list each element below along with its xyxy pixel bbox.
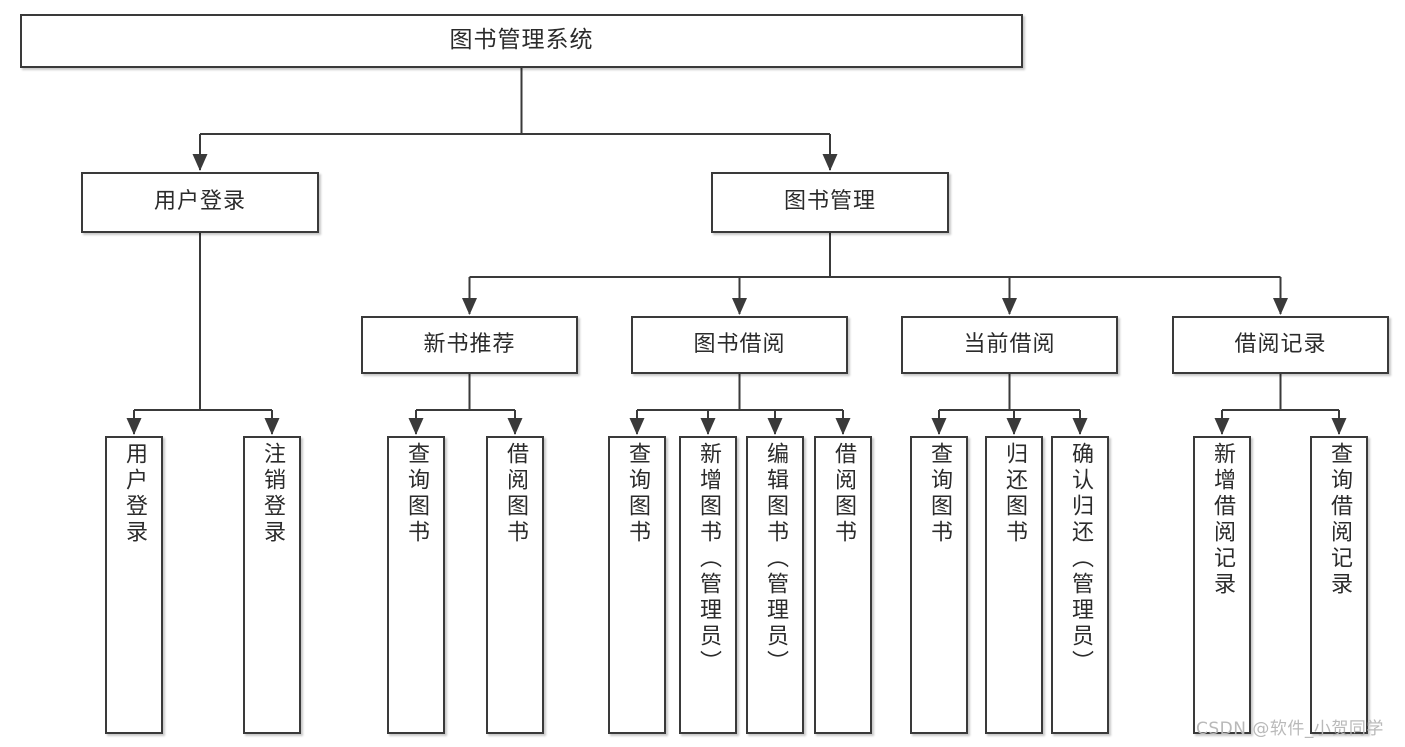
edge-arrowhead-current-borrow-2 <box>1072 418 1088 435</box>
edge-arrowhead-book-borrow-3 <box>835 418 851 435</box>
node-label: 图书借阅 <box>693 331 786 357</box>
node-leaf-add-record[interactable]: 新增借阅记录 <box>1193 436 1251 734</box>
node-book-manage[interactable]: 图书管理 <box>711 172 949 233</box>
node-label: 借阅记录 <box>1234 331 1327 357</box>
edge-arrowhead-book-manage-2 <box>1002 298 1017 315</box>
edge-arrowhead-book-manage-1 <box>732 298 747 315</box>
edge-arrowhead-book-borrow-0 <box>629 418 645 435</box>
node-leaf-query-book-1[interactable]: 查询图书 <box>387 436 445 734</box>
node-leaf-borrow-book-2[interactable]: 借阅图书 <box>814 436 872 734</box>
node-book-borrow[interactable]: 图书借阅 <box>631 316 848 374</box>
node-borrow-record[interactable]: 借阅记录 <box>1172 316 1389 374</box>
node-label: 查询图书 <box>404 442 429 546</box>
node-label: 借阅图书 <box>831 442 856 546</box>
node-label: 借阅图书 <box>503 442 528 546</box>
node-label: 用户登录 <box>153 189 246 215</box>
node-leaf-query-book-3[interactable]: 查询图书 <box>910 436 968 734</box>
edge-arrowhead-borrow-record-1 <box>1331 418 1347 435</box>
node-label: 新书推荐 <box>423 331 516 357</box>
node-leaf-user-logout[interactable]: 注销登录 <box>243 436 301 734</box>
node-leaf-confirm-return[interactable]: 确认归还（管理员） <box>1051 436 1109 734</box>
edge-arrowhead-book-borrow-1 <box>700 418 716 435</box>
edge-arrowhead-book-borrow-2 <box>767 418 783 435</box>
node-label: 新增借阅记录 <box>1210 442 1235 598</box>
edge-arrowhead-root-0 <box>192 154 208 171</box>
edge-arrowhead-book-manage-3 <box>1273 298 1288 315</box>
node-leaf-query-record[interactable]: 查询借阅记录 <box>1310 436 1368 734</box>
node-label: 归还图书 <box>1002 442 1027 546</box>
node-root[interactable]: 图书管理系统 <box>20 14 1023 68</box>
edge-arrowhead-root-1 <box>822 154 838 171</box>
node-label: 图书管理系统 <box>449 27 594 54</box>
edge-arrowhead-user-login-0 <box>126 418 142 435</box>
edge-arrowhead-book-manage-0 <box>462 298 477 315</box>
node-leaf-borrow-book-1[interactable]: 借阅图书 <box>486 436 544 734</box>
node-label: 查询借阅记录 <box>1327 442 1352 598</box>
node-leaf-return-book[interactable]: 归还图书 <box>985 436 1043 734</box>
csdn-watermark: CSDN @软件_小贺同学 <box>1196 719 1384 739</box>
edge-arrowhead-current-borrow-0 <box>931 418 947 435</box>
edge-arrowhead-new-book-rec-1 <box>507 418 523 435</box>
edge-arrowhead-user-login-1 <box>264 418 280 435</box>
node-label: 查询图书 <box>927 442 952 546</box>
node-label: 当前借阅 <box>963 331 1056 357</box>
node-label: 用户登录 <box>122 442 147 546</box>
node-label: 图书管理 <box>783 189 876 215</box>
node-new-book-rec[interactable]: 新书推荐 <box>361 316 578 374</box>
node-leaf-add-book[interactable]: 新增图书（管理员） <box>679 436 737 734</box>
edge-arrowhead-current-borrow-1 <box>1006 418 1022 435</box>
node-leaf-edit-book[interactable]: 编辑图书（管理员） <box>746 436 804 734</box>
edge-arrowhead-new-book-rec-0 <box>408 418 424 435</box>
node-leaf-user-login[interactable]: 用户登录 <box>105 436 163 734</box>
node-label: 新增图书（管理员） <box>696 442 721 676</box>
node-user-login[interactable]: 用户登录 <box>81 172 319 233</box>
edge-arrowhead-borrow-record-0 <box>1214 418 1230 435</box>
node-label: 注销登录 <box>260 442 285 546</box>
node-current-borrow[interactable]: 当前借阅 <box>901 316 1118 374</box>
node-leaf-query-book-2[interactable]: 查询图书 <box>608 436 666 734</box>
node-label: 编辑图书（管理员） <box>763 442 788 676</box>
node-label: 确认归还（管理员） <box>1068 442 1093 676</box>
node-label: 查询图书 <box>625 442 650 546</box>
